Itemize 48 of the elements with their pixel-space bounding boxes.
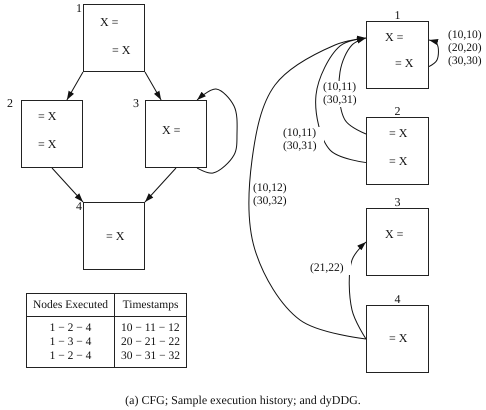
statement-text: X = — [162, 123, 180, 137]
block-box — [366, 21, 429, 89]
statement-text: X = — [385, 227, 404, 241]
arrow — [348, 242, 366, 340]
statement-text: X = — [100, 15, 118, 29]
node-number: 1 — [394, 9, 400, 21]
node-number: 2 — [7, 97, 13, 109]
block-box — [366, 305, 429, 373]
column-header: Nodes Executed — [26, 294, 115, 316]
block-box — [83, 202, 145, 270]
arrow — [52, 168, 84, 202]
statement-text: X = — [385, 30, 404, 44]
arrow — [428, 39, 439, 68]
arrow — [315, 36, 366, 164]
statement-text: = X — [389, 126, 408, 140]
block-box — [83, 4, 145, 72]
arrow — [66, 72, 84, 100]
statement-text: = X — [389, 331, 408, 345]
column-header: Timestamps — [114, 294, 187, 316]
table-cell: 1 − 2 − 4 — [26, 316, 115, 335]
arrow — [144, 168, 176, 202]
table-cell: 1 − 3 − 4 — [26, 335, 115, 349]
table-cell: 10 − 11 − 12 — [114, 316, 187, 335]
caption: (a) CFG; Sample execution history; and dyDDG. — [124, 393, 362, 408]
node-number: 3 — [133, 97, 139, 109]
statement-text: = X — [38, 109, 56, 123]
edge-label: (21,22) — [309, 262, 351, 275]
edge-label: (10,11) (30,31) — [282, 127, 324, 153]
node-number: 4 — [76, 200, 82, 212]
block-box — [145, 100, 207, 168]
statement-text: = X — [395, 56, 414, 70]
table-cell: 30 − 31 − 32 — [114, 349, 187, 368]
node-number: 2 — [394, 105, 400, 117]
arrow — [196, 88, 238, 174]
node-number: 4 — [394, 293, 400, 305]
node-number: 3 — [394, 196, 400, 208]
node-number: 1 — [76, 2, 82, 14]
arrow — [248, 36, 366, 340]
statement-text: = X — [106, 229, 124, 243]
statement-text: = X — [38, 137, 56, 151]
block-box — [366, 208, 429, 276]
block-box — [366, 117, 429, 185]
statement-text: = X — [112, 43, 130, 57]
table-cell: 1 − 2 − 4 — [26, 349, 115, 368]
arrow — [144, 72, 162, 100]
statement-text: = X — [389, 154, 408, 168]
block-box — [21, 100, 83, 168]
table-cell: 20 − 21 − 22 — [114, 335, 187, 349]
